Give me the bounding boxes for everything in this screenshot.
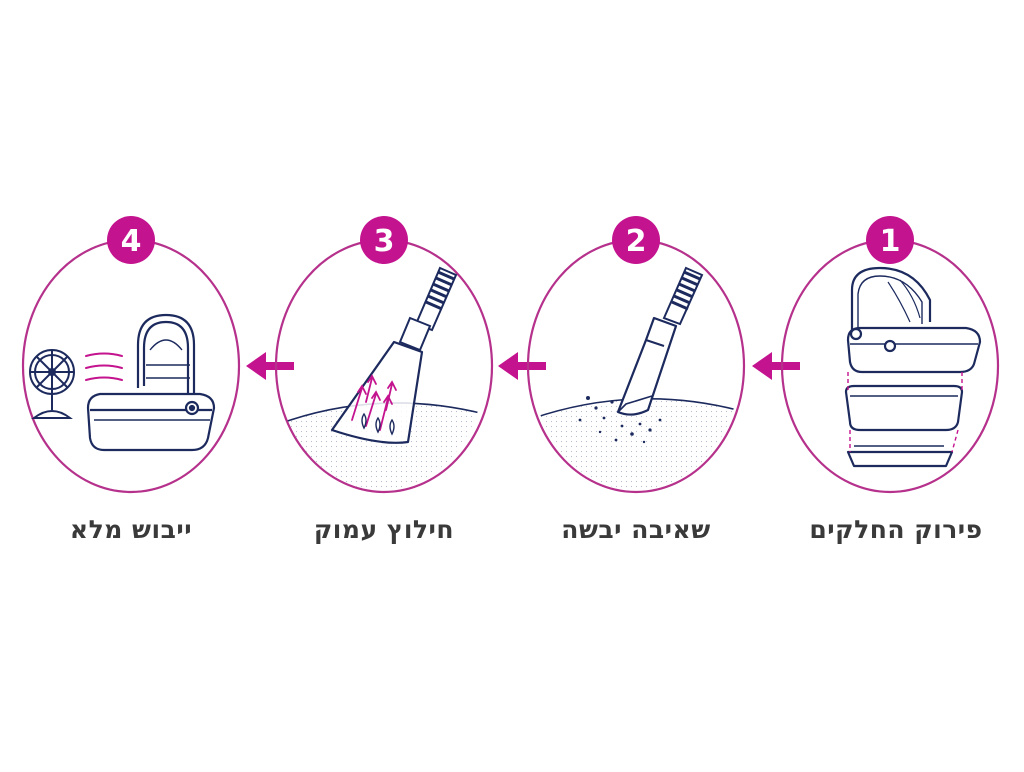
step-3-badge (360, 216, 408, 264)
hose-icon (398, 266, 458, 352)
bassinet-icon (86, 313, 216, 452)
airflow-lines (85, 352, 123, 381)
step-4-number: 4 (121, 224, 142, 259)
step-3-number: 3 (374, 224, 395, 259)
step-1-label: פירוק החלקים (809, 515, 983, 544)
step-3: 3 (274, 216, 494, 494)
fan-drying-bassinet-icon (29, 313, 216, 452)
step-1: 1 (780, 216, 1000, 494)
step-2-number: 2 (626, 224, 647, 259)
step-4: 4 (21, 216, 241, 494)
arrow-left-icon (498, 352, 546, 380)
step-1-number: 1 (880, 224, 901, 259)
hose-icon (662, 266, 704, 326)
droplets (361, 412, 395, 436)
step-2-label: שאיבה יבשה (561, 515, 711, 544)
dry-vacuum-nozzle-icon (532, 266, 740, 490)
suction-arrows (351, 374, 397, 431)
step-1-badge (866, 216, 914, 264)
arrow-left-icon (246, 352, 294, 380)
step-3-label: חילוץ עמוק (313, 515, 455, 544)
step-4-badge (107, 216, 155, 264)
step-4-label: ייבוש מלא (69, 515, 193, 544)
step-2-badge (612, 216, 660, 264)
step-4-ring (21, 238, 241, 494)
arrow-left-icon (752, 352, 800, 380)
deep-extraction-nozzle-icon (277, 266, 485, 490)
fan-icon (29, 349, 75, 419)
debris-particles (578, 396, 662, 444)
step-2: 2 (526, 216, 746, 494)
assembly-guide-lines (847, 372, 963, 453)
disassembled-bassinet-icon (844, 266, 982, 468)
